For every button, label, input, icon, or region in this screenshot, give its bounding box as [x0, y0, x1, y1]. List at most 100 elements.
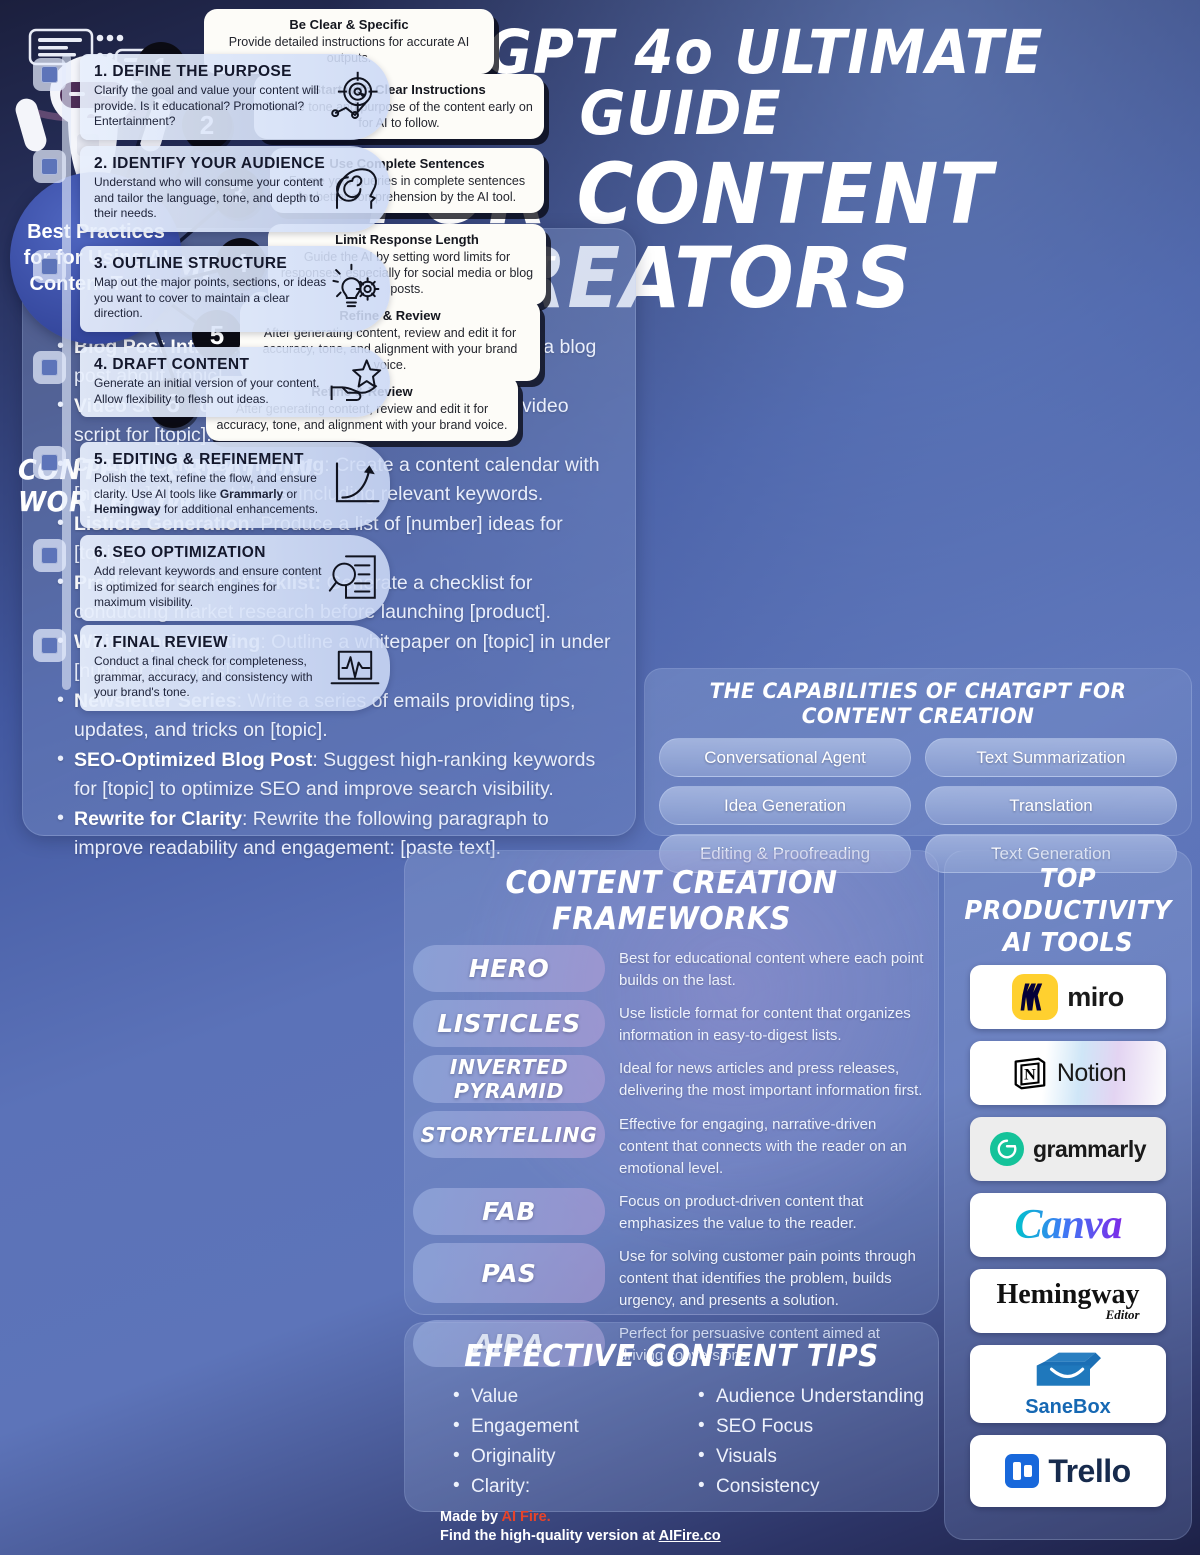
target-icon: [331, 71, 378, 119]
footer-made-by: Made by AI Fire.: [440, 1509, 551, 1525]
framework-desc: Ideal for news articles and press releas…: [619, 1060, 923, 1099]
sanebox-logo-icon: [1036, 1352, 1101, 1386]
growth-chart-icon: [335, 462, 380, 503]
workflow-step-desc: Polish the text, refine the flow, and en…: [94, 471, 319, 516]
tip-item: Clarity:: [453, 1471, 698, 1502]
tip-item: Value: [453, 1381, 698, 1412]
canva-logo-icon: Canva: [1014, 1202, 1122, 1248]
framework-name: INVERTED PYRAMID: [413, 1055, 605, 1103]
frameworks-panel: CONTENT CREATION FRAMEWORKS HERO Best fo…: [404, 850, 939, 1367]
tip-item: Consistency: [698, 1471, 928, 1502]
framework-desc: Focus on product-driven content that emp…: [619, 1193, 864, 1232]
framework-name: AIDA: [413, 1320, 605, 1367]
workflow-step-title: 6. SEO OPTIMIZATION: [94, 544, 266, 561]
magnifier-document-icon: [328, 555, 376, 599]
framework-desc: Best for educational content where each …: [619, 950, 924, 989]
svg-text:N: N: [1024, 1067, 1036, 1084]
framework-row: FAB Focus on product-driven content that…: [413, 1188, 926, 1235]
timeline-marker-icon: [33, 150, 66, 183]
framework-desc: Effective for engaging, narrative-driven…: [619, 1116, 907, 1177]
tool-card-trello[interactable]: Trello: [970, 1435, 1166, 1507]
tool-name: Trello: [1048, 1452, 1131, 1489]
framework-name: PAS: [413, 1243, 605, 1303]
workflow-step-title: 4. DRAFT CONTENT: [94, 356, 250, 373]
tips-grid: Value Engagement Originality Clarity: Au…: [405, 1381, 938, 1502]
workflow-step-title: 7. FINAL REVIEW: [94, 634, 229, 651]
timeline-marker-icon: [33, 58, 66, 91]
tool-name: SaneBox: [1025, 1396, 1111, 1418]
timeline-marker-icon: [33, 539, 66, 572]
footer: Made by AI Fire. Find the high-quality v…: [440, 1508, 980, 1546]
workflow-step-desc: Clarify the goal and value your content …: [94, 83, 319, 128]
hemingway-logo-icon: Hemingway Editor: [996, 1279, 1140, 1322]
tool-name: Notion: [1056, 1058, 1127, 1087]
tool-card-miro[interactable]: miro: [970, 965, 1166, 1029]
mindmap-card-title: Be Clear & Specific: [289, 17, 409, 32]
tool-card-grammarly[interactable]: grammarly: [970, 1117, 1166, 1181]
framework-desc: Use listicle format for content that org…: [619, 1005, 911, 1044]
prompt-item: SEO-Optimized Blog Post: Suggest high-ra…: [57, 745, 617, 804]
tips-list-left: Value Engagement Originality Clarity:: [453, 1381, 698, 1502]
workflow-panel: CONTENT CREATION WORKFLOW 1. DEFINE THE …: [0, 54, 398, 1165]
framework-row: LISTICLES Use listicle format for conten…: [413, 1000, 926, 1047]
tips-title: EFFECTIVE CONTENT TIPS: [464, 1339, 879, 1374]
trello-logo-icon: [1005, 1454, 1040, 1488]
workflow-step: 6. SEO OPTIMIZATION Add relevant keyword…: [33, 535, 390, 621]
tool-card-notion[interactable]: N Notion: [970, 1041, 1166, 1105]
capability-pill: Translation: [925, 786, 1177, 825]
capabilities-panel: THE CAPABILITIES OF CHATGPT FOR CONTENT …: [644, 668, 1192, 873]
tool-name: grammarly: [1032, 1135, 1147, 1162]
framework-desc: Perfect for persuasive content aimed at …: [605, 1320, 926, 1367]
hand-star-icon: [330, 359, 382, 401]
capabilities-title: THE CAPABILITIES OF CHATGPT FOR CONTENT …: [709, 679, 1127, 729]
framework-row: HERO Best for educational content where …: [413, 945, 926, 992]
tip-item: SEO Focus: [698, 1411, 928, 1442]
workflow-step-desc: Add relevant keywords and ensure content…: [94, 564, 322, 609]
tool-name: Hemingway: [996, 1279, 1140, 1310]
tool-card-canva[interactable]: Canva: [970, 1193, 1166, 1257]
tool-card-hemingway[interactable]: Hemingway Editor: [970, 1269, 1166, 1333]
framework-name: HERO: [413, 945, 605, 992]
capability-pill: Text Generation: [925, 834, 1177, 873]
footer-find: Find the high-quality version at AIFire.…: [440, 1528, 721, 1544]
capability-pill: Idea Generation: [659, 786, 911, 825]
frameworks-title: CONTENT CREATION FRAMEWORKS: [505, 865, 838, 937]
workflow-step-title: 1. DEFINE THE PURPOSE: [94, 63, 292, 80]
timeline-marker-icon: [33, 351, 66, 384]
grammarly-logo-icon: [989, 1132, 1024, 1166]
workflow-step: 7. FINAL REVIEW Conduct a final check fo…: [33, 625, 390, 711]
laptop-pulse-icon: [330, 650, 380, 685]
timeline-marker-icon: [33, 250, 66, 283]
workflow-step: 5. EDITING & REFINEMENT Polish the text,…: [33, 442, 390, 528]
framework-desc: Use for solving customer pain points thr…: [619, 1248, 916, 1309]
framework-name: LISTICLES: [413, 1000, 605, 1047]
workflow-step: 2. IDENTIFY YOUR AUDIENCE Understand who…: [33, 146, 390, 232]
framework-row: AIDA Perfect for persuasive content aime…: [413, 1320, 926, 1367]
notion-logo-icon: N: [1014, 1057, 1046, 1090]
tip-item: Engagement: [453, 1411, 698, 1442]
tip-item: Audience Understanding: [698, 1381, 928, 1412]
workflow-step-desc: Understand who will consume your content…: [94, 175, 323, 220]
workflow-step-title: 5. EDITING & REFINEMENT: [94, 451, 304, 468]
aifire-link[interactable]: AIFire.co: [658, 1528, 721, 1544]
workflow-step-title: 2. IDENTIFY YOUR AUDIENCE: [94, 155, 326, 172]
tips-panel: EFFECTIVE CONTENT TIPS Value Engagement …: [404, 1322, 939, 1512]
tool-card-sanebox[interactable]: SaneBox: [970, 1345, 1166, 1423]
mindmap-card-title: Limit Response Length: [335, 232, 479, 247]
workflow-step-desc: Conduct a final check for completeness, …: [94, 654, 313, 699]
workflow-step-title: 3. OUTLINE STRUCTURE: [94, 255, 288, 272]
capabilities-grid: Conversational Agent Text Summarization …: [645, 738, 1191, 873]
head-profile-icon: [336, 167, 377, 209]
capability-pill: Text Summarization: [925, 738, 1177, 777]
miro-logo-icon: [1012, 974, 1059, 1020]
timeline-marker-icon: [33, 446, 66, 479]
workflow-step: 4. DRAFT CONTENT Generate an initial ver…: [33, 347, 390, 417]
timeline-marker-icon: [33, 629, 66, 662]
capability-pill: Conversational Agent: [659, 738, 911, 777]
tip-item: Originality: [453, 1441, 698, 1472]
workflow-step: 1. DEFINE THE PURPOSE Clarify the goal a…: [33, 54, 390, 140]
workflow-step: 3. OUTLINE STRUCTURE Map out the major p…: [33, 246, 390, 332]
workflow-step-desc: Map out the major points, sections, or i…: [94, 275, 327, 320]
workflow-step-desc: Generate an initial version of your cont…: [94, 376, 320, 406]
